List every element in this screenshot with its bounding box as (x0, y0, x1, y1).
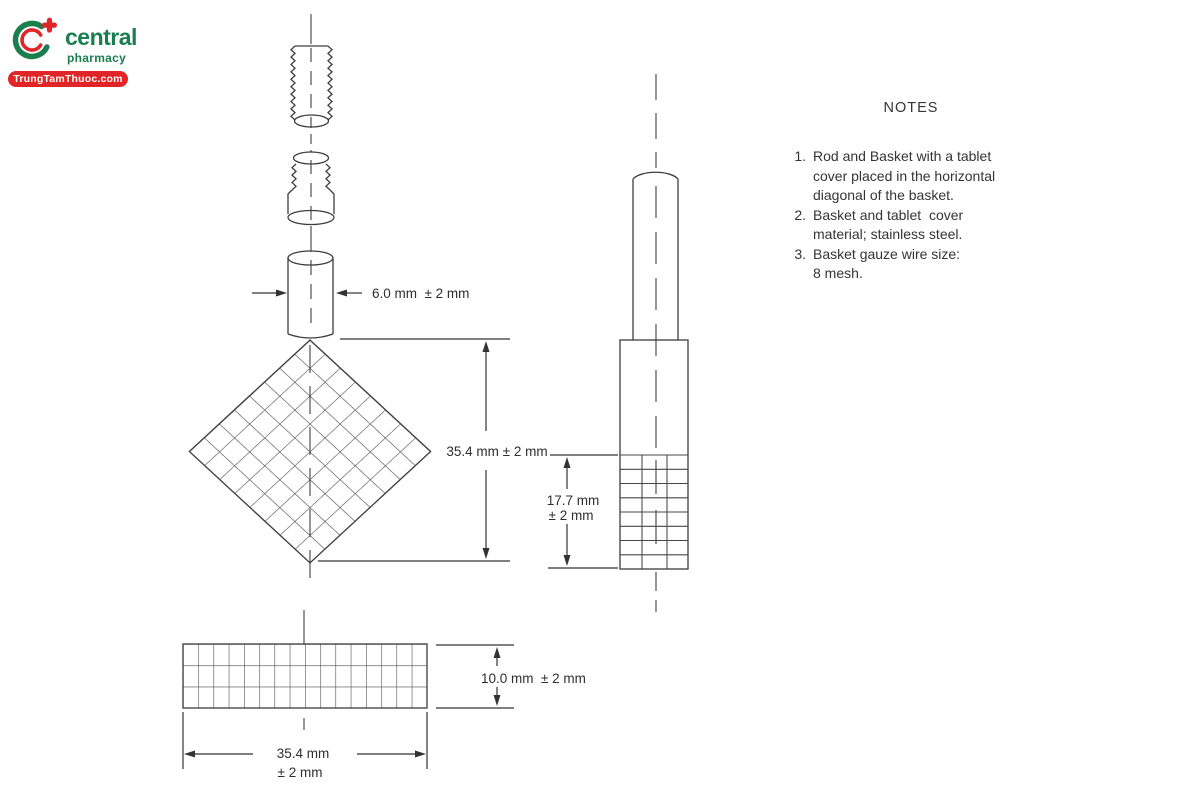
basket-side-mesh (620, 454, 688, 569)
basket-mesh-grid (188, 339, 432, 564)
logo-brand-text: central (65, 24, 137, 50)
note-2-text: Basket and tablet cover material; stainl… (813, 206, 964, 243)
notes-panel: NOTES 1. Rod and Basket with a tablet co… (788, 100, 1034, 284)
note-item-3: 3. Basket gauze wire size: 8 mesh. (788, 245, 1034, 284)
notes-title: NOTES (883, 100, 939, 116)
dim-cover-width: 35.4 mm ± 2 mm (182, 712, 428, 780)
rod-diameter-label: 6.0 mm ± 2 mm (372, 286, 469, 301)
note-2-number: 2. (794, 206, 806, 223)
central-pharmacy-logo[interactable]: central pharmacy TrungTamThuoc.com (8, 8, 158, 87)
dim-basket-diagonal: 35.4 mm ± 2 mm (318, 338, 548, 562)
logo-c-icon (12, 17, 57, 60)
tablet-cover-top-view (182, 643, 428, 709)
centerline-front-view (309, 14, 312, 578)
note-1-text: Rod and Basket with a tablet cover place… (813, 148, 996, 203)
logo-red-arc (20, 28, 43, 52)
basket-front-view (188, 339, 432, 564)
dim-mesh-depth: 17.7 mm ± 2 mm (547, 454, 618, 569)
threaded-rod (290, 45, 333, 128)
basket-diagonal-label: 35.4 mm ± 2 mm (446, 444, 547, 459)
mesh-depth-label-line1: 17.7 mm (547, 493, 600, 508)
threaded-coupling (287, 151, 335, 226)
note-1-number: 1. (794, 148, 806, 164)
mesh-depth-label-line2: ± 2 mm (549, 508, 594, 523)
note-3-number: 3. (794, 245, 806, 262)
note-3-text: Basket gauze wire size: 8 mesh. (813, 245, 961, 282)
logo-sub-text: pharmacy (67, 51, 127, 65)
dim-rod-diameter: 6.0 mm ± 2 mm (252, 286, 469, 301)
logo-green-arc (12, 20, 50, 60)
cover-width-label-line1: 35.4 mm (277, 746, 330, 761)
rod-side-view (619, 171, 689, 570)
note-item-1: 1. Rod and Basket with a tablet cover pl… (788, 147, 1034, 206)
logo-plus-icon (42, 17, 57, 33)
cover-height-label: 10.0 mm ± 2 mm (481, 671, 586, 686)
note-item-2: 2. Basket and tablet cover material; sta… (788, 206, 1034, 245)
logo-banner-text: TrungTamThuoc.com (8, 71, 128, 87)
dim-cover-height: 10.0 mm ± 2 mm (436, 644, 586, 709)
rod-lower-cylinder (287, 250, 334, 339)
cover-width-label-line2: ± 2 mm (278, 765, 323, 780)
